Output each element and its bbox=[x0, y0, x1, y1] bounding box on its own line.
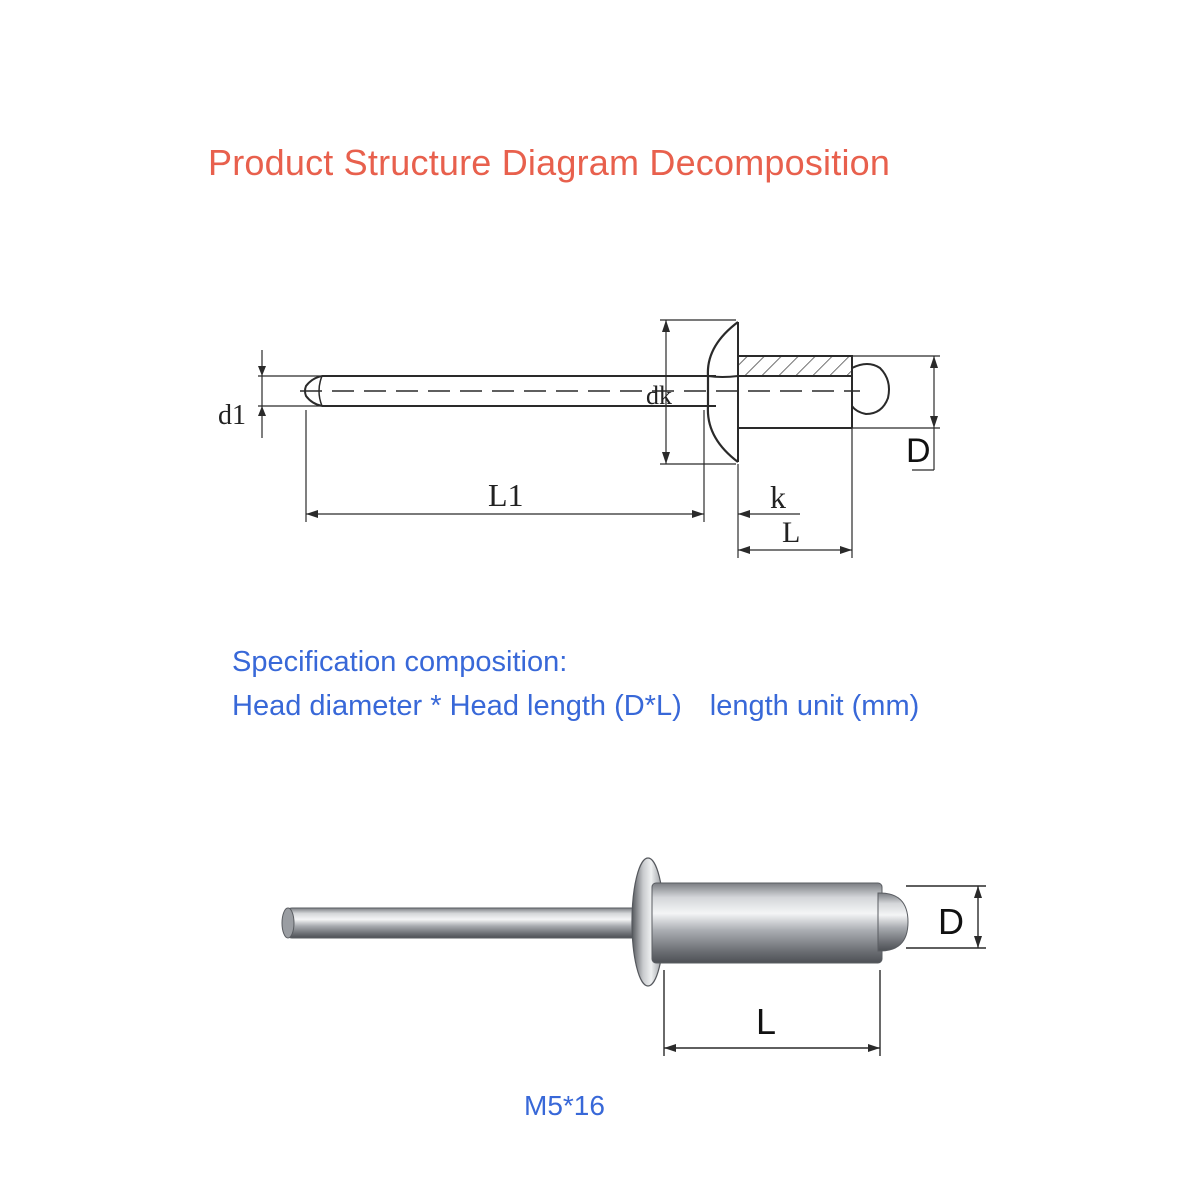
spec-formula: Head diameter * Head length (D*L) bbox=[232, 690, 682, 722]
label-L: L bbox=[782, 516, 800, 549]
label-D: D bbox=[906, 432, 931, 470]
rivet-flange bbox=[706, 321, 739, 463]
photo-body bbox=[651, 882, 883, 964]
photo-mandrel-head bbox=[877, 892, 909, 952]
spec-line: Head diameter * Head length (D*L) length … bbox=[232, 690, 919, 723]
label-dk: dk bbox=[646, 381, 672, 410]
spec-unit: length unit (mm) bbox=[709, 690, 920, 722]
spec-heading: Specification composition: bbox=[232, 646, 568, 678]
mandrel-head bbox=[851, 363, 890, 416]
technical-drawing: d1 dk D L1 k L bbox=[218, 319, 940, 558]
label-k: k bbox=[770, 479, 786, 515]
page-title: Product Structure Diagram Decomposition bbox=[208, 142, 891, 183]
photo-label-L: L bbox=[756, 1001, 776, 1042]
photo-label-D: D bbox=[938, 901, 964, 942]
label-d1: d1 bbox=[218, 400, 246, 431]
photo-mandrel bbox=[285, 907, 643, 939]
label-L1: L1 bbox=[488, 477, 524, 513]
model-caption: M5*16 bbox=[524, 1090, 605, 1121]
